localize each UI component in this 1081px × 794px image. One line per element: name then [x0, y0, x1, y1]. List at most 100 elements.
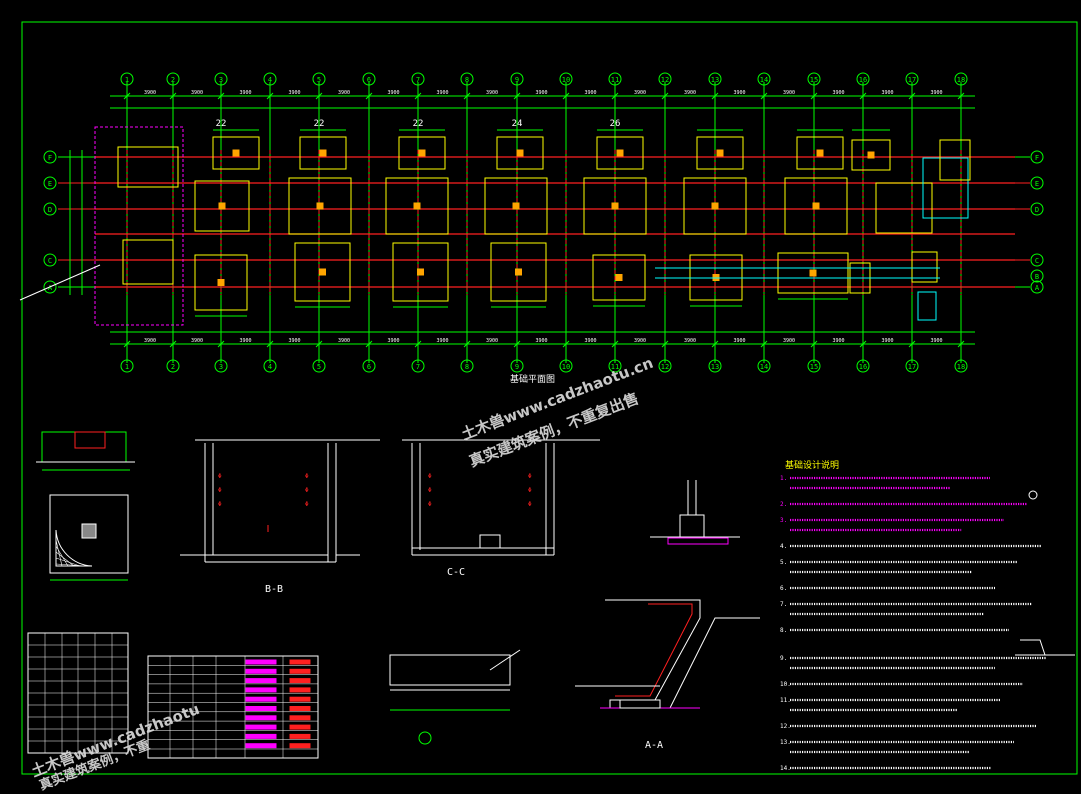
note-number: 12.	[780, 723, 791, 730]
axis-number-bottom: 11	[611, 363, 619, 371]
rebar-label: Φ	[428, 473, 432, 480]
rebar-label: Φ	[528, 501, 532, 508]
column-e	[812, 202, 820, 210]
hatch-line	[55, 539, 63, 567]
axis-bubble-top	[856, 72, 870, 86]
dim-tick	[169, 92, 177, 100]
dim-text: 3900	[584, 90, 596, 96]
axis-bubble-bottom	[708, 359, 722, 373]
note-number: 5.	[780, 559, 787, 566]
footing-c	[194, 254, 248, 311]
dim-text: 3900	[144, 338, 156, 344]
note-number: 11.	[780, 697, 791, 704]
axis-bubble-bottom	[411, 359, 425, 373]
footing-c	[490, 242, 547, 302]
dim-text: 3900	[191, 338, 203, 344]
axis-bubble-bottom	[510, 359, 524, 373]
axis-bubble-top	[559, 72, 573, 86]
dim-tick	[513, 340, 521, 348]
column-f	[516, 149, 524, 157]
dim-text: 3900	[486, 338, 498, 344]
axis-bubble-bottom	[608, 359, 622, 373]
footing-c	[392, 242, 449, 302]
axis-number-top: 2	[171, 76, 175, 84]
rebar-label: Φ	[218, 487, 222, 494]
table-cell-red	[289, 706, 311, 711]
axis-bubble-right	[1030, 176, 1044, 190]
footing-f	[496, 136, 544, 170]
axis-number-bottom: 7	[416, 363, 420, 371]
note-number: 3.	[780, 517, 787, 524]
axis-bubble-bottom	[214, 359, 228, 373]
footing-c	[294, 242, 351, 302]
dim-text: 3900	[783, 90, 795, 96]
dim-tick	[217, 340, 225, 348]
dim-text: 3900	[733, 90, 745, 96]
axis-bubble-bottom	[362, 359, 376, 373]
leader-line	[19, 264, 101, 301]
dim-tick	[123, 340, 131, 348]
table-cell-red	[289, 687, 311, 693]
axis-bubble-bottom	[166, 359, 180, 373]
axis-bubble-right	[1030, 202, 1044, 216]
slope-section	[605, 599, 760, 709]
dim-tick	[513, 92, 521, 100]
axis-bubble-top	[411, 72, 425, 86]
axis-bubble-top	[120, 72, 134, 86]
dim-text: 3900	[288, 90, 300, 96]
axis-number-bottom: 16	[859, 363, 867, 371]
section-bb-title: B-B	[265, 584, 283, 595]
axis-bubble-top	[312, 72, 326, 86]
dim-text: 3900	[881, 90, 893, 96]
column-c	[809, 269, 817, 277]
drawing-border	[21, 21, 1078, 775]
axis-number-bottom: 17	[908, 363, 916, 371]
note-bubble	[1028, 490, 1038, 500]
axis-bubble-left	[43, 150, 57, 164]
axis-bubble-top	[905, 72, 919, 86]
dim-tick	[463, 92, 471, 100]
dim-text: 3900	[634, 90, 646, 96]
dim-tick	[217, 92, 225, 100]
axis-letter-right: A	[1035, 284, 1040, 292]
note-number: 2.	[780, 501, 787, 508]
dim-text: 3900	[832, 90, 844, 96]
axis-bubble-bottom	[559, 359, 573, 373]
column-e	[611, 202, 619, 210]
table-cell-red	[289, 696, 311, 702]
axis-number-top: 13	[711, 76, 719, 84]
footing-f	[398, 136, 446, 170]
axis-number-top: 10	[562, 76, 570, 84]
axis-letter-right: E	[1035, 180, 1039, 188]
dim-text: 3900	[338, 338, 350, 344]
footing-column	[81, 523, 97, 539]
rebar-label: Φ	[528, 473, 532, 480]
axis-bubble-right	[1030, 280, 1044, 294]
slope-rebar	[615, 603, 693, 697]
axis-number-bottom: 9	[515, 363, 519, 371]
footing-end	[911, 251, 938, 283]
axis-number-top: 4	[268, 76, 272, 84]
axis-number-bottom: 14	[760, 363, 768, 371]
column-c	[615, 274, 623, 281]
axis-bubble-bottom	[757, 359, 771, 373]
axis-number-top: 7	[416, 76, 420, 84]
dim-tick	[908, 340, 916, 348]
table-cell-magenta	[245, 696, 277, 702]
footing-e	[784, 177, 848, 235]
footing-end	[939, 139, 971, 181]
dim-tick	[414, 92, 422, 100]
table-cell-magenta	[245, 743, 277, 749]
axis-letter-left: C	[48, 257, 52, 265]
axis-number-top: 5	[317, 76, 321, 84]
rebar-label: Φ	[428, 487, 432, 494]
axis-number-top: 12	[661, 76, 669, 84]
note-number: 4.	[780, 543, 787, 550]
dim-text: 3900	[684, 90, 696, 96]
column-f	[867, 151, 875, 159]
dim-tick	[266, 340, 274, 348]
dim-tick	[169, 340, 177, 348]
dim-tick	[859, 92, 867, 100]
dim-text: 3900	[684, 338, 696, 344]
column-e	[316, 202, 324, 210]
